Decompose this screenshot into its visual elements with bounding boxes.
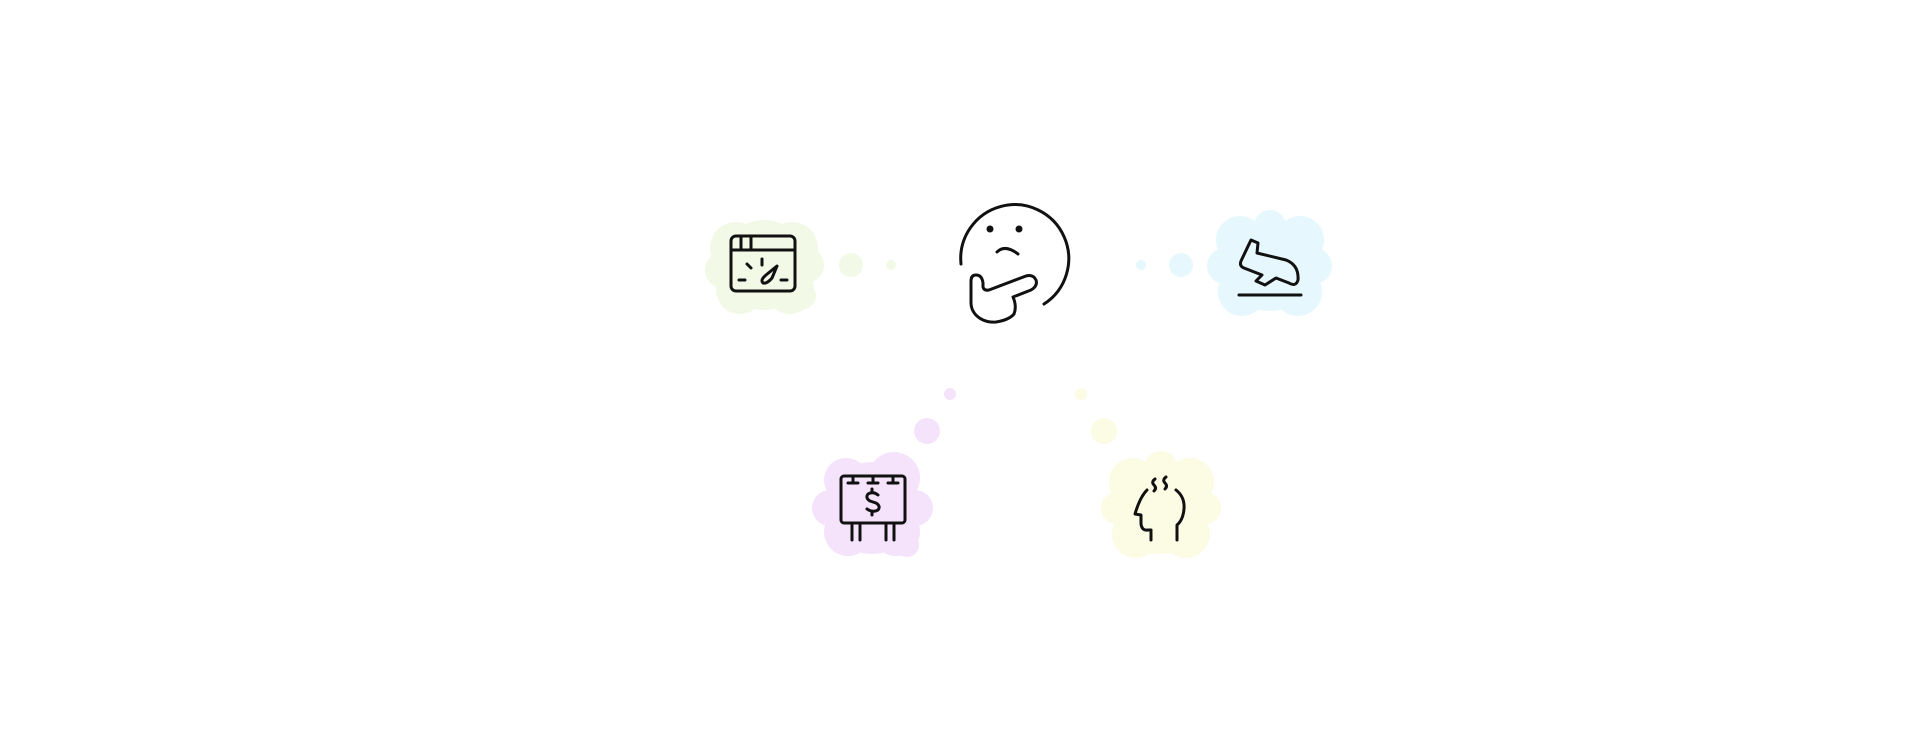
satellite-bottom-left (812, 388, 956, 557)
satellite-top-left (705, 220, 896, 314)
right-eye (1015, 225, 1023, 233)
bubble-top-right-large (1169, 253, 1193, 277)
blob-bottom-left (812, 452, 933, 557)
blob-bottom-right (1101, 451, 1221, 558)
blob-top-right (1207, 210, 1332, 316)
thinking-face-icon (959, 203, 1071, 324)
satellite-top-right (1136, 210, 1332, 316)
bubble-top-left-large (839, 253, 863, 277)
billboard-dollar-icon (839, 474, 907, 542)
bubble-top-left-small (886, 260, 896, 270)
browser-speed-gauge-icon (729, 234, 797, 293)
head-steam-stress-icon (1133, 475, 1186, 542)
airplane-landing-icon (1237, 238, 1303, 297)
thinking-hand (969, 273, 1038, 324)
bubble-bottom-left-small (944, 388, 956, 400)
left-eye (986, 225, 994, 233)
bubble-bottom-right-small (1075, 388, 1087, 400)
bubble-top-right-small (1136, 260, 1146, 270)
bubble-bottom-left-large (914, 418, 940, 444)
bubble-bottom-right-large (1091, 418, 1117, 444)
frown-mouth (995, 247, 1020, 256)
blob-top-left (705, 220, 824, 314)
satellite-bottom-right (1075, 388, 1221, 558)
